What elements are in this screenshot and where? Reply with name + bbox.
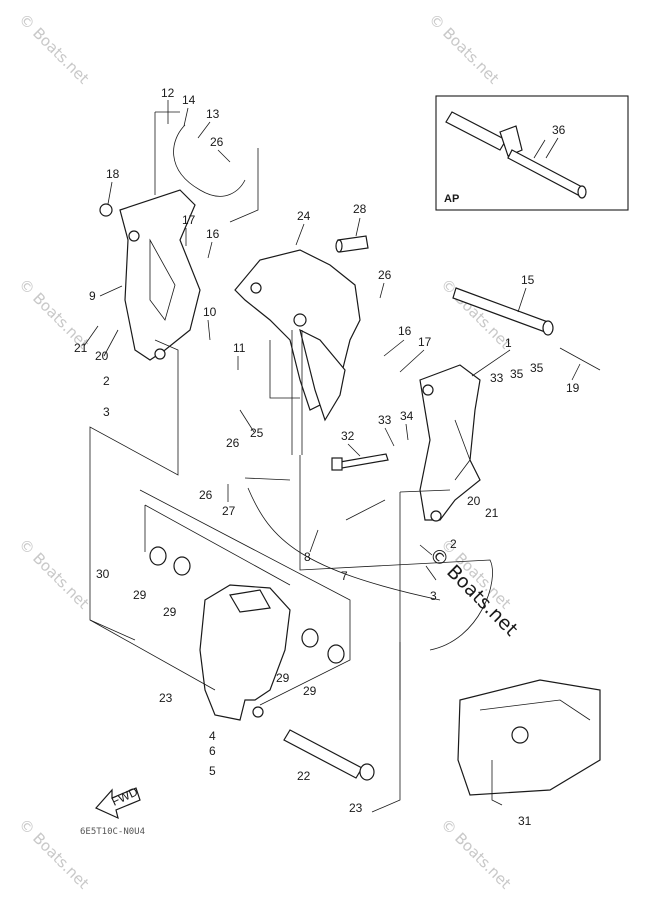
callout-26d: 26 xyxy=(199,488,213,502)
callout-22: 22 xyxy=(297,769,311,783)
callout-17: 17 xyxy=(182,213,196,227)
callout-12: 12 xyxy=(161,86,175,100)
callout-20b: 20 xyxy=(467,494,481,508)
tube-22 xyxy=(283,729,375,781)
callout-9: 9 xyxy=(89,289,96,303)
callout-29d: 29 xyxy=(303,684,317,698)
swivel-bracket xyxy=(234,249,361,455)
callout-33: 33 xyxy=(490,371,504,385)
callout-34: 34 xyxy=(400,409,414,423)
inset-label: AP xyxy=(444,193,459,205)
callout-16: 16 xyxy=(206,227,220,241)
callout-35b: 35 xyxy=(530,361,544,375)
callout-3b: 3 xyxy=(430,589,437,603)
lower-swivel-assembly xyxy=(199,584,291,721)
callout-18: 18 xyxy=(106,167,120,181)
diagram-code: 6E5T10C-N0U4 xyxy=(80,827,145,837)
callout-10: 10 xyxy=(203,305,217,319)
callout-20: 20 xyxy=(95,349,109,363)
leader-lines xyxy=(83,100,581,581)
callout-35: 35 xyxy=(510,367,524,381)
fwd-arrow: FWD xyxy=(95,784,141,820)
callouts: 12 14 13 26 18 17 16 9 21 20 2 3 10 11 2… xyxy=(74,86,580,828)
callout-5: 5 xyxy=(209,764,216,778)
callout-29c: 29 xyxy=(276,671,290,685)
watermark-top-right: © Boats.net xyxy=(425,10,503,88)
assembly-lines xyxy=(89,455,493,813)
callout-11: 11 xyxy=(233,341,246,355)
callout-21: 21 xyxy=(74,341,88,355)
callout-29b: 29 xyxy=(163,605,177,619)
callout-36: 36 xyxy=(552,123,566,137)
watermark-top-left: © Boats.net xyxy=(15,10,93,88)
callout-6: 6 xyxy=(209,744,216,758)
right-clamp-bracket xyxy=(419,364,481,522)
callout-15: 15 xyxy=(521,273,535,287)
callout-30: 30 xyxy=(96,567,110,581)
callout-17b: 17 xyxy=(418,335,432,349)
upper-left-box-lines xyxy=(89,111,259,641)
callout-25: 25 xyxy=(250,426,264,440)
callout-2: 2 xyxy=(103,374,110,388)
callout-31: 31 xyxy=(518,814,532,828)
callout-16b: 16 xyxy=(398,324,412,338)
callout-1: 1 xyxy=(505,336,512,350)
callout-29: 29 xyxy=(133,588,147,602)
callout-24: 24 xyxy=(297,209,311,223)
callout-28: 28 xyxy=(353,202,367,216)
callout-8: 8 xyxy=(304,550,311,564)
callout-13: 13 xyxy=(206,107,220,121)
callout-33b: 33 xyxy=(378,413,392,427)
bushing-28 xyxy=(335,235,369,253)
callout-27: 27 xyxy=(222,504,236,518)
lower-housing xyxy=(457,679,601,806)
callout-3: 3 xyxy=(103,405,110,419)
callout-2b: 2 xyxy=(450,537,457,551)
inset-ap: AP xyxy=(435,95,629,211)
callout-19: 19 xyxy=(566,381,580,395)
bushings-29 xyxy=(149,546,345,664)
callout-14: 14 xyxy=(182,93,196,107)
watermark-low-left: © Boats.net xyxy=(15,535,93,613)
callout-7: 7 xyxy=(341,569,348,583)
callout-32: 32 xyxy=(341,429,355,443)
bolt-32 xyxy=(331,453,389,471)
callout-26c: 26 xyxy=(378,268,392,282)
callout-23b: 23 xyxy=(349,801,363,815)
left-clamp-bracket xyxy=(99,189,201,361)
watermark-bottom-right: © Boats.net xyxy=(437,815,515,893)
callout-21b: 21 xyxy=(485,506,499,520)
callout-23: 23 xyxy=(159,691,173,705)
tilt-shaft-15 xyxy=(452,287,601,371)
callout-4: 4 xyxy=(209,729,216,743)
callout-26: 26 xyxy=(210,135,224,149)
callout-26b: 26 xyxy=(226,436,240,450)
